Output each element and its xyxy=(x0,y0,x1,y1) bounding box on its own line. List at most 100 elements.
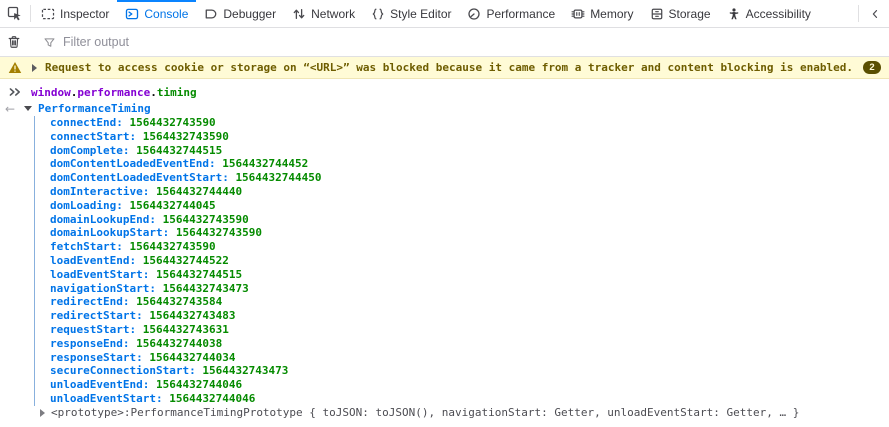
property-name: responseEnd xyxy=(50,337,129,350)
object-property-row: navigationStart 1564432743473 xyxy=(50,282,889,296)
property-value: 1564432743483 xyxy=(149,309,236,323)
pick-element-button[interactable] xyxy=(0,0,28,27)
tab-accessibility[interactable]: Accessibility xyxy=(719,0,819,27)
property-value: 1564432744046 xyxy=(169,391,256,405)
object-property-row: connectStart 1564432743590 xyxy=(50,130,889,144)
tab-inspector[interactable]: Inspector xyxy=(33,0,117,27)
input-prompt-icon xyxy=(9,86,22,98)
property-value: 1564432743473 xyxy=(202,364,289,378)
property-value: 1564432744450 xyxy=(235,171,322,185)
prototype-row[interactable]: <prototype>: PerformanceTimingPrototype … xyxy=(0,406,889,420)
console-warning-message[interactable]: Request to access cookie or storage on “… xyxy=(0,57,889,79)
object-property-row: domLoading 1564432744045 xyxy=(50,199,889,213)
warning-count-badge: 2 xyxy=(863,61,881,74)
property-value: 1564432744440 xyxy=(155,184,243,198)
tab-label: Console xyxy=(144,6,189,21)
tab-label: Style Editor xyxy=(390,6,452,21)
object-property-row: domContentLoadedEventStart 1564432744450 xyxy=(50,171,889,185)
token-performance: performance xyxy=(77,85,151,99)
tab-label: Network xyxy=(311,6,356,21)
property-name: redirectStart xyxy=(50,309,143,322)
property-name: navigationStart xyxy=(50,282,156,295)
property-value: 1564432744038 xyxy=(136,336,223,350)
token-window: window xyxy=(31,85,71,99)
tab-network[interactable]: Network xyxy=(284,0,363,27)
clear-console-button[interactable] xyxy=(0,35,28,49)
collapse-tabs-button[interactable] xyxy=(861,0,889,27)
object-collapse-caret[interactable] xyxy=(24,106,32,111)
trash-icon xyxy=(7,35,21,49)
object-property-row: redirectEnd 1564432743584 xyxy=(50,295,889,309)
property-value: 1564432744522 xyxy=(142,253,229,267)
property-value: 1564432743590 xyxy=(129,116,216,129)
inspector-icon xyxy=(41,7,55,21)
object-class-name[interactable]: PerformanceTiming xyxy=(38,102,151,115)
tab-label: Accessibility xyxy=(745,6,811,21)
property-name: loadEventStart xyxy=(50,268,149,281)
tab-storage[interactable]: Storage xyxy=(642,0,719,27)
object-property-row: loadEventEnd 1564432744522 xyxy=(50,254,889,268)
prototype-expand-caret[interactable] xyxy=(40,408,45,417)
warning-expand-caret[interactable] xyxy=(32,63,37,72)
result-indicator-arrow: ← xyxy=(5,101,16,116)
property-value: 1564432743590 xyxy=(142,129,229,143)
evaluated-expression: window.performance.timing xyxy=(31,85,197,99)
object-property-row: loadEventStart 1564432744515 xyxy=(50,268,889,282)
console-filter-bar xyxy=(0,28,889,57)
storage-icon xyxy=(650,7,664,21)
object-property-row: domInteractive 1564432744440 xyxy=(50,185,889,199)
toolbar-separator xyxy=(30,5,31,22)
chevron-left-icon xyxy=(869,8,881,20)
console-output: window.performance.timing ← PerformanceT… xyxy=(0,79,889,420)
property-value: 1564432744515 xyxy=(155,267,243,281)
property-value: 1564432744045 xyxy=(129,198,216,212)
object-property-row: unloadEventStart 1564432744046 xyxy=(50,392,889,406)
tab-label: Inspector xyxy=(60,6,110,21)
warning-icon xyxy=(8,61,22,74)
object-property-row: domainLookupStart 1564432743590 xyxy=(50,226,889,240)
tab-label: Memory xyxy=(590,6,634,21)
network-icon xyxy=(292,7,306,21)
object-property-row: responseStart 1564432744034 xyxy=(50,351,889,365)
object-property-row: requestStart 1564432743631 xyxy=(50,323,889,337)
tab-label: Debugger xyxy=(223,6,277,21)
property-value: 1564432743473 xyxy=(162,281,249,295)
property-name: connectEnd xyxy=(50,116,123,129)
toolbar-separator xyxy=(858,5,859,22)
property-name: connectStart xyxy=(50,130,136,143)
property-name: fetchStart xyxy=(50,240,123,253)
tab-debugger[interactable]: Debugger xyxy=(196,0,284,27)
warning-text: Request to access cookie or storage on “… xyxy=(45,61,853,74)
property-name: responseStart xyxy=(50,351,143,364)
tab-console[interactable]: Console xyxy=(117,0,197,27)
object-property-row: redirectStart 1564432743483 xyxy=(50,309,889,323)
object-property-row: connectEnd 1564432743590 xyxy=(50,116,889,130)
tab-memory[interactable]: Memory xyxy=(563,0,641,27)
result-object-header: ← PerformanceTiming xyxy=(0,101,889,116)
property-name: unloadEventEnd xyxy=(50,378,149,391)
property-name: requestStart xyxy=(50,323,136,336)
token-timing: timing xyxy=(156,85,197,99)
style-editor-icon xyxy=(371,7,385,21)
filter-output-input[interactable] xyxy=(63,35,889,49)
property-value: 1564432743590 xyxy=(162,212,249,226)
object-property-row: fetchStart 1564432743590 xyxy=(50,240,889,254)
property-name: secureConnectionStart xyxy=(50,364,196,377)
tab-style-editor[interactable]: Style Editor xyxy=(363,0,459,27)
object-property-row: secureConnectionStart 1564432743473 xyxy=(50,364,889,378)
tab-performance[interactable]: Performance xyxy=(459,0,563,27)
property-value: 1564432743584 xyxy=(136,295,223,309)
prototype-value: PerformanceTimingPrototype { toJSON: toJ… xyxy=(130,406,800,420)
property-value: 1564432744034 xyxy=(149,350,236,364)
prototype-label: <prototype>: xyxy=(51,406,131,420)
object-property-row: responseEnd 1564432744038 xyxy=(50,337,889,351)
performance-icon xyxy=(467,7,481,21)
filter-funnel-icon xyxy=(43,36,56,49)
property-name: domComplete xyxy=(50,144,129,157)
tab-label: Storage xyxy=(668,6,711,21)
property-value: 1564432744515 xyxy=(136,143,223,157)
memory-icon xyxy=(571,7,585,21)
property-name: loadEventEnd xyxy=(50,254,136,267)
property-value: 1564432743590 xyxy=(129,240,216,254)
